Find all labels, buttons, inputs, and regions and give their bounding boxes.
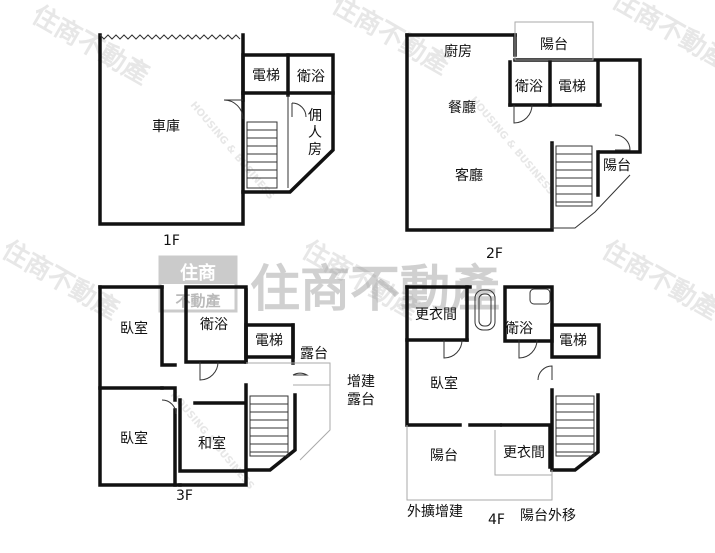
room-3f-elevator: 電梯	[255, 333, 283, 349]
bathtub-icon	[474, 289, 496, 331]
door-4f-closet	[443, 339, 463, 359]
room-1f-elevator: 電梯	[252, 68, 280, 84]
room-2f-bath: 衛浴	[515, 79, 543, 95]
floor-label-4f: 4F	[488, 512, 505, 528]
floor-1f: 車庫 電梯 衛浴 佣 人 房 1F	[98, 33, 335, 249]
room-3f-terrace: 露台	[300, 346, 328, 362]
watermark-layer: 住商不動產 住商不動產 住商不動產 住商不動產 住商不動產 住商不動產 HOUS…	[0, 0, 715, 492]
watermark-corner-tl: 住商不動產	[27, 0, 155, 91]
sink-icon	[529, 288, 551, 305]
watermark-logo: 住商 不動產	[158, 255, 238, 313]
stairs-3f	[249, 395, 289, 457]
floor-label-2f: 2F	[486, 246, 503, 262]
door-2f-bath	[513, 104, 533, 124]
room-2f-balcony-top: 陽台	[540, 37, 568, 53]
floor-4f: 更衣間 衛浴 電梯 臥室 陽台 更衣間 外擴增建 陽台外移 4F	[405, 285, 601, 528]
room-4f-balcony: 陽台	[430, 448, 458, 464]
room-3f-bath: 衛浴	[200, 317, 228, 333]
garage-shutter	[99, 34, 241, 40]
room-3f-ext-terrace-1: 增建	[347, 374, 375, 390]
room-2f-dining: 餐廳	[448, 99, 476, 116]
room-2f-elevator: 電梯	[558, 79, 586, 95]
watermark-left: 住商不動產	[0, 234, 125, 326]
room-4f-bath: 衛浴	[505, 321, 533, 337]
stairs-1f	[246, 121, 278, 189]
room-3f-ext-terrace-2: 露台	[347, 392, 375, 408]
door-3f-bedroom2	[161, 399, 177, 415]
watermark-right: 住商不動產	[597, 234, 715, 326]
stairs-4f	[555, 395, 595, 457]
room-2f-balcony-side: 陽台	[603, 158, 631, 174]
room-4f-elevator: 電梯	[559, 333, 587, 349]
door-1f-garage	[223, 99, 244, 120]
room-4f-closet2: 更衣間	[503, 445, 545, 461]
room-1f-maid-1: 佣	[308, 108, 322, 124]
room-1f-bath: 衛浴	[297, 69, 325, 85]
door-3f-bath	[199, 361, 219, 381]
room-2f-living: 客廳	[455, 167, 483, 184]
door-4f-stair	[537, 365, 553, 381]
watermark-logo-line1: 住商	[180, 262, 216, 284]
watermark-english-top: HOUSING & BUSINESS	[188, 100, 276, 202]
watermark-corner-tm: 住商不動產	[327, 0, 455, 81]
floor-label-3f: 3F	[176, 488, 193, 504]
room-2f-kitchen: 廚房	[444, 43, 472, 60]
room-1f-maid-3: 房	[308, 142, 322, 158]
floor-label-1f: 1F	[163, 233, 180, 249]
room-3f-japanese: 和室	[198, 435, 226, 452]
floor-2f: 廚房 陽台 衛浴 電梯 餐廳 客廳 陽台 2F	[405, 21, 642, 262]
stairs-2f	[555, 145, 593, 207]
room-4f-bedroom: 臥室	[430, 375, 458, 392]
room-3f-bedroom1: 臥室	[120, 320, 148, 337]
door-3f-terrace	[292, 372, 309, 376]
watermark-brand-large: 住商不動產	[250, 260, 500, 318]
watermark-corner-tr: 住商不動產	[607, 0, 715, 76]
note-4f-extension: 外擴增建	[407, 503, 463, 520]
room-1f-garage: 車庫	[152, 118, 180, 135]
room-4f-closet1: 更衣間	[415, 307, 457, 323]
room-1f-maid-2: 人	[308, 125, 322, 141]
floor-3f: 臥室 衛浴 電梯 露台 增建 露台 臥室 和室 3F	[98, 285, 375, 504]
room-3f-bedroom2: 臥室	[120, 430, 148, 447]
door-4f-bath	[518, 339, 538, 359]
door-2f-balcony	[614, 134, 631, 151]
door-1f-bath	[291, 102, 307, 118]
note-4f-balcony-moved: 陽台外移	[520, 508, 576, 524]
watermark-logo-line2: 不動產	[175, 292, 220, 310]
